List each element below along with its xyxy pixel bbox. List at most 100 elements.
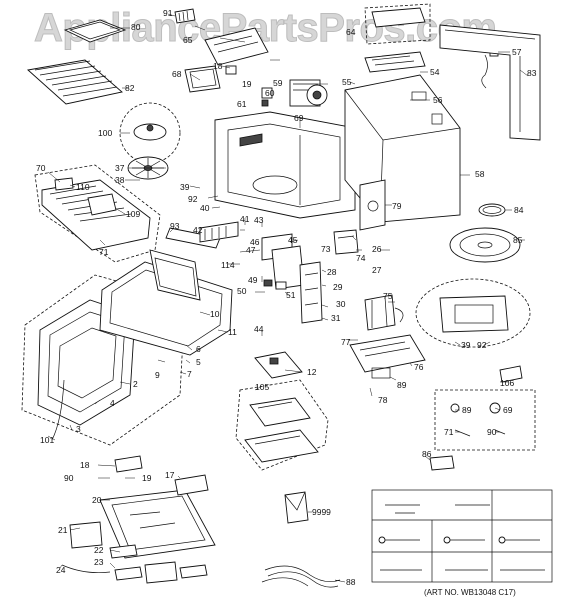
callout: 71 <box>444 427 454 437</box>
callout: 84 <box>514 205 524 215</box>
callout: 71 <box>99 247 109 257</box>
part-oven-cavity <box>214 111 356 219</box>
callout: 74 <box>356 253 366 263</box>
callout: 19 <box>142 473 152 483</box>
callout: 50 <box>237 286 247 296</box>
callout: 49 <box>248 275 258 285</box>
callout: 106 <box>500 378 515 388</box>
callout: 65 <box>183 35 193 45</box>
callout: 5 <box>196 357 201 367</box>
callout: 39 <box>180 182 190 192</box>
callout: 79 <box>392 201 402 211</box>
part-latch-board <box>199 221 359 290</box>
callout: 90 <box>487 427 497 437</box>
callout: 80 <box>131 22 141 32</box>
callout: 93 <box>170 221 180 231</box>
callout: 12 <box>307 367 317 377</box>
callout: 18 <box>80 460 90 470</box>
callout: 58 <box>475 169 485 179</box>
callout: 9 <box>155 370 160 380</box>
callout: 83 <box>527 68 537 78</box>
part-glass-tray <box>449 227 521 263</box>
callout: 23 <box>94 557 104 567</box>
part-door-choke-frame <box>99 249 233 356</box>
callout: 26 <box>372 244 382 254</box>
callout: 31 <box>331 313 341 323</box>
callout: 57 <box>512 47 522 57</box>
part-hardware-kit <box>434 365 536 451</box>
callout: 110 <box>76 182 90 192</box>
callout: 54 <box>430 67 440 77</box>
callout: 21 <box>58 525 68 535</box>
part-damper-assembly <box>364 3 431 73</box>
callout: 41 <box>240 214 250 224</box>
callout: 76 <box>414 362 424 372</box>
callout: 69 <box>503 405 513 415</box>
callout: 45 <box>288 235 298 245</box>
part-thermal-fuse-lead <box>61 564 111 574</box>
callout: 85 <box>513 235 523 245</box>
callout: 17 <box>165 470 175 480</box>
callout: 4 <box>110 398 115 408</box>
part-installation-hardware-grid <box>371 455 553 583</box>
callout: 9999 <box>312 507 331 517</box>
callout: 68 <box>172 69 182 79</box>
callout: 24 <box>56 565 66 575</box>
callout: 39 <box>461 340 471 350</box>
callout: 40 <box>200 203 210 213</box>
leader-lines <box>47 13 529 583</box>
callout: 27 <box>372 265 382 275</box>
callout: 70 <box>36 163 46 173</box>
callout: 91 <box>163 8 173 18</box>
part-interlock-switches <box>263 261 323 324</box>
callout: 114 <box>221 260 235 270</box>
callout: 60 <box>265 88 275 98</box>
callout: 44 <box>254 324 264 334</box>
callout: 51 <box>286 290 296 300</box>
part-lamp-housing-kit <box>235 379 329 471</box>
callout: 77 <box>341 337 351 347</box>
callout: 7 <box>187 369 192 379</box>
callout: 42 <box>193 225 203 235</box>
callout: 92 <box>188 194 198 204</box>
part-wire-harness <box>261 565 341 588</box>
callout: 100 <box>98 128 113 138</box>
part-vent-adapter <box>415 278 531 348</box>
callout: 28 <box>327 267 337 277</box>
callout: 86 <box>422 449 432 459</box>
part-grease-filter <box>63 19 127 43</box>
callout: 64 <box>346 27 356 37</box>
part-vent-grille-assembly <box>34 164 161 263</box>
callout: 56 <box>433 95 443 105</box>
callout: 37 <box>115 163 125 173</box>
callout: 29 <box>333 282 343 292</box>
callout: 19 <box>242 79 252 89</box>
callout: 88 <box>346 577 356 587</box>
callout: 11 <box>228 327 237 337</box>
part-roller-ring <box>478 203 506 217</box>
callout: 10 <box>210 309 220 319</box>
callout: 82 <box>125 83 135 93</box>
part-mounting-plate <box>439 24 541 141</box>
callout: 47 <box>246 245 256 255</box>
callout: 59 <box>273 78 283 88</box>
callout: 2 <box>133 379 138 389</box>
callout: 73 <box>321 244 331 254</box>
part-envelope <box>284 491 309 524</box>
callout: 75 <box>383 291 393 301</box>
part-oven-rack <box>27 59 123 105</box>
callout: 89 <box>397 380 407 390</box>
callout: 69 <box>294 113 304 123</box>
callout: 92 <box>477 340 487 350</box>
callout: 20 <box>92 495 102 505</box>
callout: 90 <box>64 473 74 483</box>
callout: 3 <box>76 424 81 434</box>
callout: 78 <box>378 395 388 405</box>
callout: 18 <box>213 61 223 71</box>
part-motor-bracket <box>184 27 273 107</box>
callout: 55 <box>342 77 352 87</box>
callout: 38 <box>115 175 125 185</box>
part-base-plate <box>349 334 426 379</box>
